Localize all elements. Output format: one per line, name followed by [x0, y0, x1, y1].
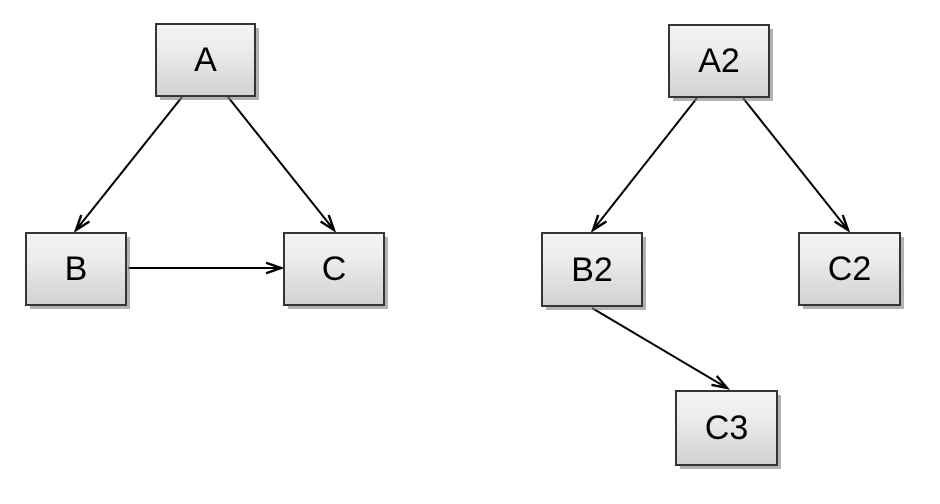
arrowhead-icon — [833, 214, 851, 233]
arrowhead-icon — [319, 214, 337, 233]
edge-line — [742, 97, 849, 231]
node-a2[interactable]: A2 — [668, 24, 770, 98]
edge-a2-b2 — [590, 97, 698, 233]
node-c3[interactable]: C3 — [675, 390, 778, 466]
arrowhead-icon — [265, 261, 285, 275]
edge-a2-c2 — [742, 97, 851, 233]
edge-line — [75, 96, 183, 231]
node-label: A2 — [698, 42, 740, 80]
edge-a-b — [73, 96, 183, 233]
node-c[interactable]: C — [283, 232, 385, 306]
node-label: B2 — [571, 250, 613, 289]
arrowhead-icon — [590, 214, 608, 233]
node-label: C3 — [704, 409, 749, 447]
node-b2[interactable]: B2 — [541, 232, 643, 307]
node-b[interactable]: B — [25, 232, 127, 306]
arrowhead-icon — [711, 375, 731, 390]
node-label: A — [194, 41, 217, 79]
edge-line — [227, 96, 335, 231]
node-label: C2 — [827, 250, 872, 288]
arrowhead-icon — [73, 214, 91, 233]
edge-line — [591, 307, 728, 389]
node-label: B — [64, 250, 88, 288]
node-a[interactable]: A — [155, 23, 256, 97]
edge-line — [592, 97, 698, 231]
node-label: C — [321, 250, 347, 288]
edge-b2-c3 — [591, 307, 731, 390]
edge-a-c — [227, 96, 337, 233]
edge-b-c — [128, 261, 285, 275]
node-c2[interactable]: C2 — [798, 232, 901, 306]
